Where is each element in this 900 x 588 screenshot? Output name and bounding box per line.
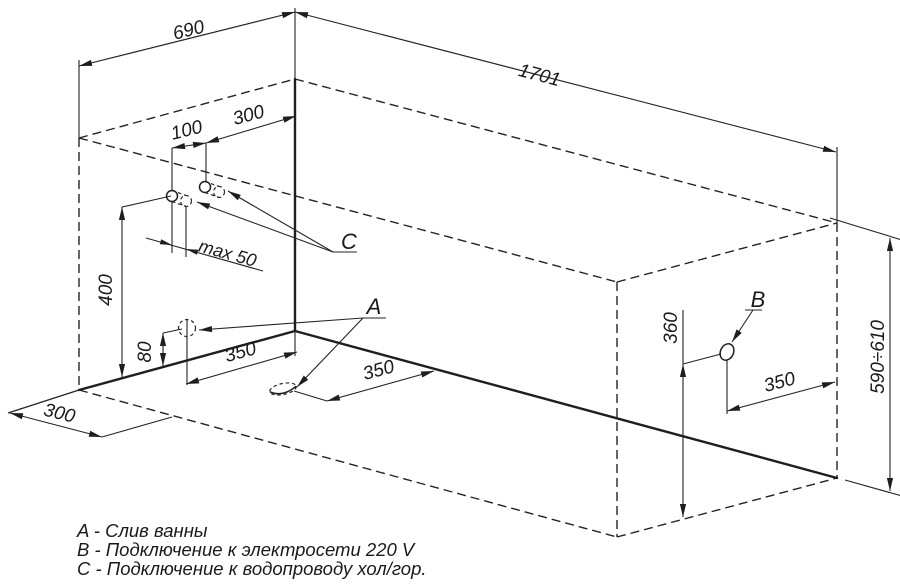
dimension-lines: [9, 11, 894, 517]
dim-overall-height: 590÷610: [868, 320, 889, 394]
leader-lines: [196, 190, 762, 388]
point-labels: A B C: [341, 229, 765, 319]
dim-width-690: 690: [171, 17, 207, 45]
legend-line-a: A - Слив ванны: [76, 520, 208, 541]
dim-length-1701: 1701: [516, 60, 562, 91]
water-connection-right: [198, 180, 226, 199]
dim-c-spacing-100: 100: [169, 117, 205, 145]
dim-c-height-400: 400: [96, 274, 117, 306]
dim-c-protrusion-max50: max 50: [196, 236, 258, 271]
dim-a-floor-350: 350: [361, 356, 397, 385]
dim-c-offset-300: 300: [231, 101, 267, 130]
dim-b-height-360: 360: [661, 312, 682, 344]
drain-hole: [177, 318, 197, 338]
dimension-texts: 690 1701 300 100 max 50 400 80 350 350 3…: [41, 17, 889, 428]
legend-line-c: C - Подключение к водопроводу хол/гор.: [77, 558, 427, 579]
label-c: C: [341, 229, 357, 254]
legend: A - Слив ванны B - Подключение к электро…: [76, 520, 427, 579]
water-connection-left: [165, 189, 193, 208]
dim-a-offset-350: 350: [222, 338, 259, 367]
legend-line-b: B - Подключение к электросети 220 V: [77, 539, 416, 560]
box-hidden-edges: [78, 78, 838, 538]
label-b: B: [751, 287, 766, 312]
label-a: A: [365, 294, 382, 319]
dim-b-offset-350: 350: [762, 368, 798, 397]
drain-floor-outlet: [269, 382, 297, 396]
dim-a-height-80: 80: [135, 341, 156, 363]
dim-clearance-300: 300: [41, 400, 77, 428]
electrical-connection-hole: [719, 343, 735, 361]
extension-lines: [7, 8, 900, 497]
